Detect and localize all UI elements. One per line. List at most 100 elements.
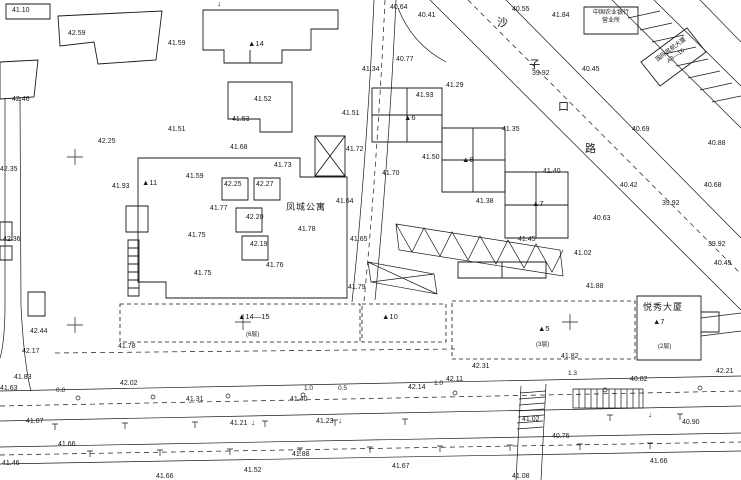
parcel-dashed-strips: [119, 300, 636, 360]
elevation-label: 41.65: [350, 236, 368, 243]
elevation-label: 41.82: [561, 353, 579, 360]
elevation-label: 41.46: [2, 460, 20, 467]
elevation-label: 42.35: [0, 166, 18, 173]
elevation-label: 41.51: [168, 126, 186, 133]
building-number-label: ▲11: [142, 178, 158, 187]
building-outline: [0, 59, 39, 100]
building-number-label: ▲14: [248, 39, 264, 48]
building-number-label: ▲7: [653, 317, 665, 326]
elevation-label: 42.25: [98, 138, 116, 145]
street-symbols: [52, 385, 703, 457]
bank-name-line2: 营业所: [601, 17, 620, 24]
elevation-label: 41.72: [346, 146, 364, 153]
elevation-label: 40.63: [593, 215, 611, 222]
elevation-label: 41.88: [586, 283, 604, 290]
elevation-label: 41.63: [0, 385, 18, 392]
elevation-label: 42.36: [3, 236, 21, 243]
elevation-label: 40.45: [582, 66, 600, 73]
building-outline: [227, 81, 293, 133]
elevation-label: 41.45: [518, 236, 536, 243]
hatched-wing: [127, 239, 140, 297]
lamp-symbol: [697, 385, 703, 391]
building-number-label: ▲5: [538, 324, 550, 333]
elevation-label: 42.20: [246, 214, 264, 221]
elevation-label: 41.10: [12, 7, 30, 14]
elevation-label: 41.35: [502, 126, 520, 133]
buildings: [0, 3, 720, 361]
parking-hatch: [578, 389, 640, 408]
elevation-label: 42.59: [68, 30, 86, 37]
elevation-label: 41.66: [650, 458, 668, 465]
elevation-label: 40.68: [704, 182, 722, 189]
elevation-label: 41.83: [14, 374, 32, 381]
elevation-label: 40.64: [390, 4, 408, 11]
elevation-label: 41.31: [186, 396, 204, 403]
arrow-symbol: ↓: [648, 410, 652, 419]
elevation-label: 41.84: [552, 12, 570, 19]
width-label: 1.0: [304, 385, 314, 392]
lamp-symbol: [452, 390, 458, 396]
elevation-label: 39.92: [708, 241, 726, 248]
elevation-label: 39.92: [662, 200, 680, 207]
place-name-label: 凤城公寓: [286, 202, 327, 212]
elevation-label: 41.93: [416, 92, 434, 99]
place-name-label: 悦秀大厦: [643, 302, 684, 312]
lamp-symbol: [602, 387, 608, 393]
road-name-char: 沙: [497, 17, 508, 29]
elevation-label: 41.53: [232, 116, 250, 123]
arrow-symbol: ↓: [217, 0, 221, 8]
elevation-label: 42.25: [224, 181, 242, 188]
elevation-label: 41.02: [574, 250, 592, 257]
elevation-label: 41.29: [446, 82, 464, 89]
elevation-label: 41.59: [186, 173, 204, 180]
low-strip-outline: [457, 261, 547, 279]
elevation-label: 41.59: [168, 40, 186, 47]
elevation-label: 42.17: [22, 348, 40, 355]
elevation-label: 41.77: [210, 205, 228, 212]
elevation-label: 41.78: [118, 343, 136, 350]
annotation-label: (2层): [658, 344, 672, 350]
width-label: 1.3: [568, 370, 578, 377]
elevation-label: 42.21: [716, 368, 734, 375]
survey-crosses: [67, 149, 578, 333]
elevation-label: 41.02: [522, 416, 540, 423]
elevation-label: 42.46: [12, 96, 30, 103]
building-number-label: ▲6: [404, 113, 416, 122]
arrow-symbol: ↓: [251, 418, 255, 427]
elevation-label: 42.11: [446, 376, 463, 383]
crosswalk-hatch: [516, 390, 547, 430]
elevation-label: 41.50: [422, 154, 440, 161]
elevation-label: 42.14: [408, 384, 426, 391]
building-x-outline: [314, 135, 346, 177]
construction-hatch: [367, 223, 564, 295]
road-name-char: 子: [529, 59, 540, 71]
apartment-complex-outline: [137, 157, 348, 299]
elevation-label: 40.45: [714, 260, 732, 267]
elevation-label: 40.77: [396, 56, 414, 63]
road-name-char: 路: [585, 143, 596, 155]
aviation-box-outline: [640, 27, 707, 87]
yuexiu-tower-outline: [636, 295, 720, 361]
elevation-label: 41.08: [512, 473, 530, 480]
elevation-label: 41.38: [476, 198, 494, 205]
elevation-label: 41.75: [188, 232, 206, 239]
elevation-label: 41.93: [112, 183, 130, 190]
elevation-label: 42.19: [250, 241, 268, 248]
elevation-label: 40.90: [682, 419, 700, 426]
elevation-label: 40.41: [418, 12, 436, 19]
elevation-label: 41.64: [336, 198, 354, 205]
bank-name-line1: 中国农业银行: [592, 10, 629, 16]
width-label: 1.0: [434, 380, 444, 387]
elevation-label: 41.70: [382, 170, 400, 177]
stair-protrusion: [125, 205, 149, 233]
lamp-symbol: [75, 395, 81, 401]
elevation-label: 41.52: [244, 467, 262, 474]
elevation-label: 41.52: [254, 96, 272, 103]
elevation-label: 41.21: [230, 420, 248, 427]
elevation-label: 40.88: [708, 140, 726, 147]
elevation-label: 41.79: [348, 284, 366, 291]
building-outline: [57, 10, 163, 65]
arrow-symbol: ↓: [338, 416, 342, 425]
